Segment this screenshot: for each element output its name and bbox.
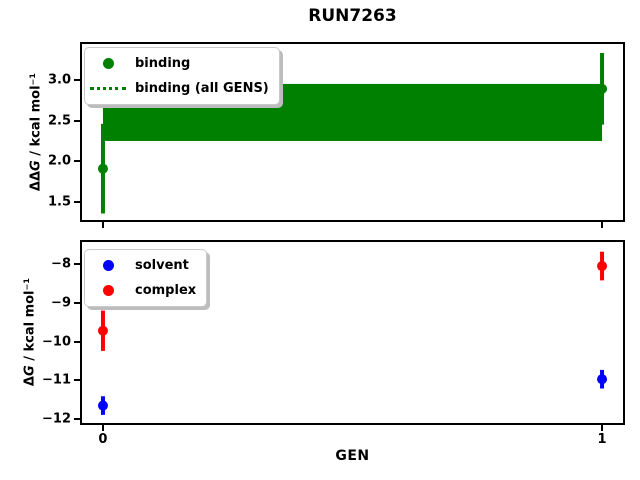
marker-binding-gen0 bbox=[97, 163, 108, 174]
complex-dot-icon bbox=[102, 285, 114, 296]
legend-label-solvent: solvent bbox=[135, 258, 189, 273]
y-tick bbox=[74, 301, 80, 304]
binding-all-gens-dotted-line-icon bbox=[90, 87, 126, 90]
marker-complex-gen1 bbox=[597, 261, 608, 272]
figure-title: RUN7263 bbox=[308, 6, 397, 26]
x-tick-label: 0 bbox=[98, 432, 108, 447]
x-tick bbox=[601, 222, 604, 228]
ylabel-ddg-prefix: ΔΔ bbox=[28, 170, 44, 192]
solvent-dot-icon bbox=[102, 260, 114, 271]
y-tick-label: 2.0 bbox=[47, 153, 71, 169]
marker-binding-gen1 bbox=[597, 83, 608, 94]
legend-binding: binding binding (all GENS) bbox=[84, 47, 280, 105]
panel-dg-plot-area bbox=[97, 251, 608, 415]
legend-solvent-complex: solvent complex bbox=[84, 249, 208, 307]
x-tick-label: 1 bbox=[597, 432, 607, 447]
x-tick bbox=[601, 425, 604, 431]
y-tick bbox=[74, 263, 80, 266]
y-tick bbox=[74, 78, 80, 81]
marker-complex-gen0 bbox=[97, 325, 108, 336]
y-tick bbox=[74, 418, 80, 421]
x-tick bbox=[101, 425, 104, 431]
y-tick bbox=[74, 119, 80, 122]
ylabel-ddg-symbol: G bbox=[28, 160, 44, 171]
y-axis-label-ddg: ΔΔG / kcal mol⁻¹ bbox=[29, 73, 44, 191]
marker-solvent-gen1 bbox=[597, 374, 608, 385]
x-tick bbox=[101, 222, 104, 228]
y-tick-label: 2.5 bbox=[47, 113, 71, 129]
y-tick bbox=[74, 379, 80, 382]
ylabel-dg-prefix: Δ bbox=[22, 376, 38, 387]
y-axis-label-dg: ΔG / kcal mol⁻¹ bbox=[23, 278, 38, 386]
legend-item-solvent: solvent bbox=[88, 253, 196, 278]
ylabel-dg-units: / kcal mol⁻¹ bbox=[22, 277, 38, 366]
binding-dot-icon bbox=[102, 58, 114, 69]
x-axis-label: GEN bbox=[335, 448, 370, 464]
y-tick bbox=[74, 160, 80, 163]
legend-label-complex: complex bbox=[135, 283, 197, 298]
y-tick bbox=[74, 201, 80, 204]
legend-label-binding-all-gens: binding (all GENS) bbox=[135, 81, 269, 96]
y-tick-label: 1.5 bbox=[47, 194, 71, 210]
legend-item-binding: binding bbox=[88, 51, 269, 76]
y-tick-label: 3.0 bbox=[47, 72, 71, 88]
legend-label-binding: binding bbox=[135, 56, 191, 71]
legend-item-complex: complex bbox=[88, 278, 196, 303]
y-tick-label: −10 bbox=[42, 334, 71, 350]
y-tick-label: −12 bbox=[42, 411, 71, 427]
y-tick bbox=[74, 340, 80, 343]
ylabel-dg-symbol: G bbox=[22, 365, 38, 377]
y-tick-label: −9 bbox=[51, 295, 71, 311]
y-tick-label: −8 bbox=[51, 256, 71, 272]
y-tick-label: −11 bbox=[42, 372, 71, 388]
ylabel-ddg-units: / kcal mol⁻¹ bbox=[28, 72, 44, 161]
legend-item-binding-all-gens: binding (all GENS) bbox=[88, 76, 269, 101]
marker-solvent-gen0 bbox=[97, 400, 108, 411]
